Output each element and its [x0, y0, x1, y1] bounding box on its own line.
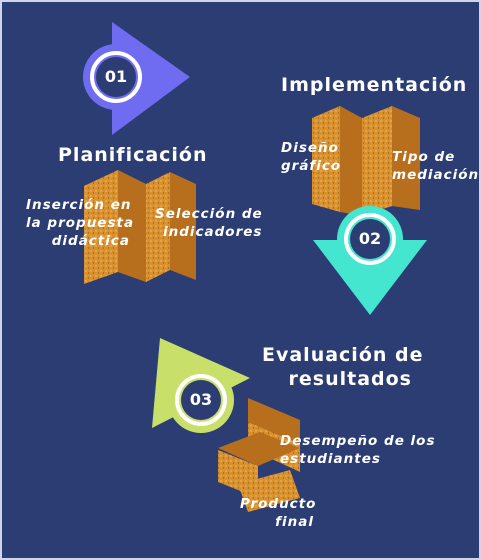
- item-line: Tipo de: [392, 149, 456, 165]
- item-line: la propuesta: [26, 215, 135, 231]
- stage-2-arrow-icon: [313, 206, 427, 315]
- stage-1-title: Planificación: [58, 144, 208, 166]
- stage-2-item-1: Diseño gráfico: [281, 139, 341, 175]
- stage-3-item-2: Producto final: [240, 495, 317, 531]
- item-line: Diseño: [281, 140, 339, 156]
- stage-1-item-2: Selección de indicadores: [155, 205, 263, 241]
- item-line: estudiantes: [280, 451, 381, 467]
- stage-3-title: Evaluación de resultados: [262, 343, 424, 391]
- item-line: indicadores: [163, 224, 263, 240]
- title-line: resultados: [288, 368, 412, 390]
- stage-2-folded-paper-icon: [312, 106, 420, 216]
- stage-2-title: Implementación: [281, 74, 468, 96]
- item-line: Selección de: [155, 206, 263, 222]
- item-line: mediación: [392, 167, 480, 183]
- stage-1-folded-paper-icon: [84, 170, 196, 284]
- stage-1-number: 01: [104, 67, 128, 86]
- item-line: Desempeño de los: [280, 433, 436, 449]
- stage-1-item-1: Inserción en la propuesta didáctica: [26, 196, 135, 250]
- item-line: final: [275, 514, 314, 530]
- item-line: gráfico: [281, 158, 342, 174]
- stage-3-arrow-icon: [152, 338, 250, 433]
- item-line: Inserción en: [26, 197, 132, 213]
- stage-3-number: 03: [189, 390, 213, 409]
- stage-3-item-1: Desempeño de los estudiantes: [280, 432, 435, 468]
- stage-1-arrow-icon: [83, 22, 190, 135]
- item-line: didáctica: [51, 233, 130, 249]
- title-line: Evaluación de: [262, 344, 424, 366]
- stage-2-item-2: Tipo de mediación: [392, 148, 479, 184]
- stage-3-folded-paper-icon: [218, 398, 300, 512]
- item-line: Producto: [240, 496, 317, 512]
- stage-2-number: 02: [358, 229, 382, 248]
